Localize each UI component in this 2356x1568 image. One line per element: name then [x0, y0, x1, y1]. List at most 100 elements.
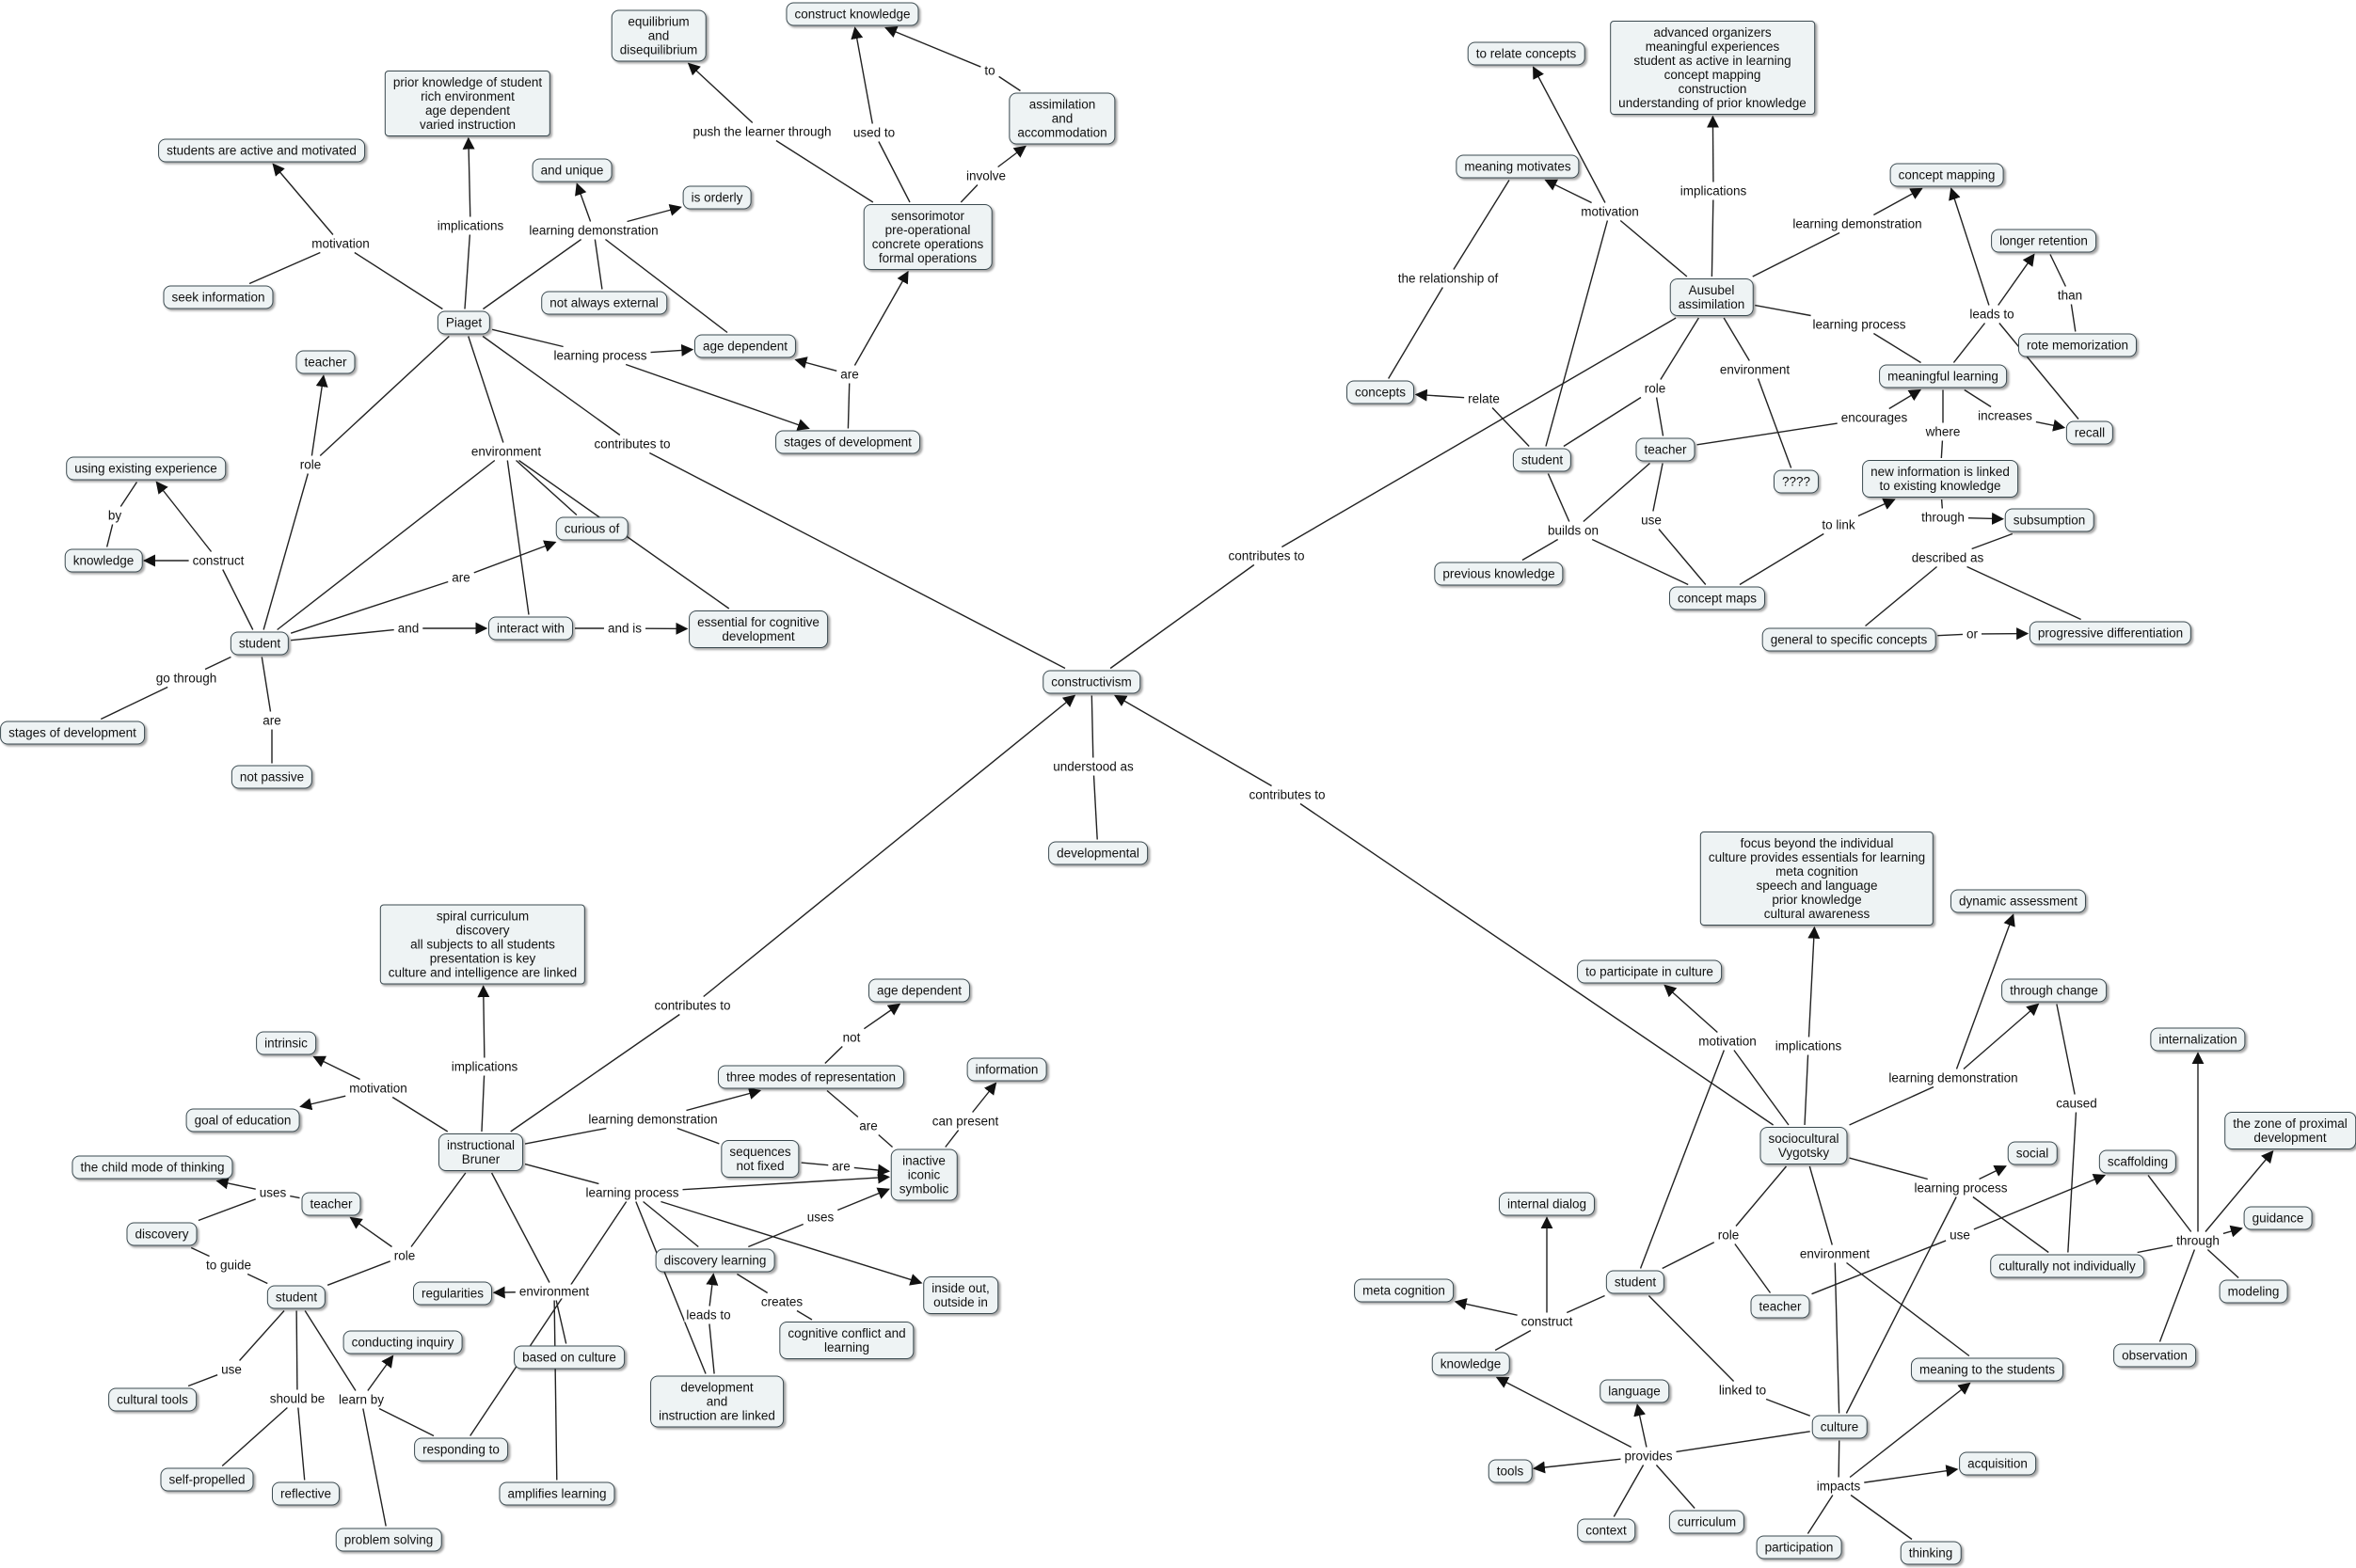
- concept-constructivism[interactable]: constructivism: [1043, 670, 1140, 694]
- concept-knowledge[interactable]: knowledge: [1431, 1352, 1510, 1376]
- concept-development-instruction-linked[interactable]: development and instruction are linked: [650, 1375, 784, 1428]
- concept-cognitive-conflict[interactable]: cognitive conflict and learning: [779, 1322, 915, 1359]
- concept-modeling[interactable]: modeling: [2219, 1279, 2288, 1304]
- concept-and-unique[interactable]: and unique: [532, 158, 613, 182]
- concept-construct-knowledge[interactable]: construct knowledge: [786, 2, 919, 26]
- concept-unknown[interactable]: ????: [1773, 469, 1820, 494]
- concept-concept-maps[interactable]: concept maps: [1668, 586, 1766, 610]
- concept-meaning-to-the-students[interactable]: meaning to the students: [1910, 1357, 2064, 1382]
- concept-through-change[interactable]: through change: [2001, 978, 2107, 1003]
- concept-ausubel-implications[interactable]: advanced organizers meaningful experienc…: [1610, 21, 1815, 115]
- connector-line: [555, 1300, 567, 1344]
- concept-internalization[interactable]: internalization: [2150, 1027, 2246, 1052]
- concept-vygotsky-implications[interactable]: focus beyond the individual culture prov…: [1699, 832, 1934, 926]
- concept-recall[interactable]: recall: [2065, 420, 2114, 445]
- concept-concepts[interactable]: concepts: [1345, 380, 1415, 404]
- concept-regularities[interactable]: regularities: [412, 1281, 493, 1306]
- concept-bruner[interactable]: instructional Bruner: [438, 1133, 524, 1171]
- concept-rote-memorization[interactable]: rote memorization: [2017, 333, 2138, 357]
- concept-knowledge[interactable]: knowledge: [64, 548, 143, 573]
- concept-teacher[interactable]: teacher: [1635, 437, 1695, 462]
- concept-subsumption[interactable]: subsumption: [2004, 508, 2094, 532]
- concept-vygotsky[interactable]: sociocultural Vygotsky: [1759, 1127, 1848, 1164]
- concept-student[interactable]: student: [1605, 1270, 1665, 1294]
- concept-conducting-inquiry[interactable]: conducting inquiry: [342, 1330, 463, 1354]
- concept-assimilation-accommodation[interactable]: assimilation and accommodation: [1009, 92, 1116, 145]
- concept-longer-retention[interactable]: longer retention: [1991, 229, 2096, 253]
- connector-line: [1655, 397, 1664, 436]
- concept-seek-information[interactable]: seek information: [163, 285, 274, 309]
- concept-culturally-not-individually[interactable]: culturally not individually: [1990, 1254, 2144, 1278]
- concept-ausubel[interactable]: Ausubel assimilation: [1669, 278, 1754, 316]
- concept-to-participate-in-culture[interactable]: to participate in culture: [1577, 959, 1722, 984]
- concept-age-dependent[interactable]: age dependent: [693, 334, 797, 358]
- concept-intrinsic[interactable]: intrinsic: [256, 1031, 316, 1055]
- concept-based-on-culture[interactable]: based on culture: [514, 1345, 625, 1370]
- concept-internal-dialog[interactable]: internal dialog: [1498, 1192, 1596, 1216]
- concept-student[interactable]: student: [230, 631, 290, 656]
- concept-sequences-not-fixed[interactable]: sequences not fixed: [721, 1140, 800, 1178]
- concept-stages-of-development[interactable]: stages of development: [0, 721, 145, 745]
- concept-context[interactable]: context: [1577, 1518, 1635, 1543]
- concept-self-propelled[interactable]: self-propelled: [160, 1467, 254, 1492]
- concept-information[interactable]: information: [966, 1057, 1047, 1082]
- concept-not-passive[interactable]: not passive: [231, 765, 313, 789]
- concept-using-existing-experience[interactable]: using existing experience: [66, 456, 226, 481]
- concept-discovery-learning[interactable]: discovery learning: [655, 1248, 775, 1273]
- concept-to-relate-concepts[interactable]: to relate concepts: [1467, 41, 1585, 66]
- concept-previous-knowledge[interactable]: previous knowledge: [1434, 562, 1564, 586]
- concept-inside-out-outside-in[interactable]: inside out, outside in: [923, 1276, 998, 1314]
- concept-zone-of-proximal-development[interactable]: the zone of proximal development: [2224, 1112, 2356, 1149]
- concept-child-mode-of-thinking[interactable]: the child mode of thinking: [72, 1155, 233, 1180]
- concept-not-always-external[interactable]: not always external: [541, 291, 667, 315]
- concept-meaningful-learning[interactable]: meaningful learning: [1879, 364, 2007, 388]
- concept-bruner-implications[interactable]: spiral curriculum discovery all subjects…: [379, 904, 586, 985]
- concept-four-stages[interactable]: sensorimotor pre-operational concrete op…: [863, 204, 993, 270]
- concept-guidance[interactable]: guidance: [2243, 1206, 2313, 1230]
- concept-progressive-differentiation[interactable]: progressive differentiation: [2029, 621, 2192, 645]
- concept-discovery[interactable]: discovery: [126, 1222, 198, 1246]
- concept-participation[interactable]: participation: [1756, 1535, 1842, 1560]
- concept-culture[interactable]: culture: [1811, 1415, 1868, 1439]
- concept-tools[interactable]: tools: [1488, 1459, 1533, 1483]
- concept-meaning-motivates[interactable]: meaning motivates: [1456, 154, 1580, 179]
- concept-meta-cognition[interactable]: meta cognition: [1354, 1278, 1454, 1303]
- concept-observation[interactable]: observation: [2113, 1343, 2196, 1368]
- concept-goal-of-education[interactable]: goal of education: [185, 1108, 300, 1132]
- concept-enactive-iconic-symbolic[interactable]: inactive iconic symbolic: [890, 1148, 958, 1201]
- concept-reflective[interactable]: reflective: [271, 1481, 341, 1506]
- concept-scaffolding[interactable]: scaffolding: [2098, 1149, 2177, 1174]
- concept-thinking[interactable]: thinking: [1900, 1541, 1962, 1565]
- concept-three-modes-representation[interactable]: three modes of representation: [717, 1065, 905, 1089]
- concept-stages-of-development[interactable]: stages of development: [775, 430, 920, 454]
- concept-is-orderly[interactable]: is orderly: [682, 185, 752, 210]
- concept-student[interactable]: student: [1512, 448, 1572, 472]
- concept-teacher[interactable]: teacher: [1750, 1294, 1810, 1319]
- concept-problem-solving[interactable]: problem solving: [335, 1528, 442, 1552]
- concept-cultural-tools[interactable]: cultural tools: [108, 1387, 197, 1412]
- concept-teacher[interactable]: teacher: [301, 1192, 361, 1216]
- concept-piaget[interactable]: Piaget: [437, 310, 491, 335]
- concept-students-active-motivated[interactable]: students are active and motivated: [158, 138, 365, 163]
- concept-new-information-linked[interactable]: new information is linked to existing kn…: [1862, 460, 2018, 498]
- link-are: are: [450, 570, 472, 585]
- concept-essential-cognitive-development[interactable]: essential for cognitive development: [689, 610, 828, 648]
- concept-acquisition[interactable]: acquisition: [1959, 1451, 2036, 1476]
- concept-student[interactable]: student: [266, 1285, 326, 1309]
- concept-general-to-specific[interactable]: general to specific concepts: [1761, 627, 1936, 652]
- concept-language[interactable]: language: [1600, 1379, 1669, 1403]
- concept-concept-mapping[interactable]: concept mapping: [1889, 163, 2004, 187]
- concept-interact-with[interactable]: interact with: [487, 616, 574, 641]
- concept-teacher[interactable]: teacher: [295, 350, 356, 374]
- concept-curious-of[interactable]: curious of: [555, 516, 629, 541]
- concept-amplifies-learning[interactable]: amplifies learning: [499, 1481, 615, 1506]
- concept-age-dependent[interactable]: age dependent: [868, 978, 971, 1003]
- concept-equilibrium-disequilibrium[interactable]: equilibrium and disequilibrium: [611, 9, 707, 62]
- concept-developmental[interactable]: developmental: [1048, 841, 1148, 865]
- concept-curriculum[interactable]: curriculum: [1668, 1510, 1745, 1534]
- concept-dynamic-assessment[interactable]: dynamic assessment: [1950, 889, 2087, 913]
- concept-social[interactable]: social: [2007, 1141, 2058, 1165]
- concept-piaget-implications[interactable]: prior knowledge of student rich environm…: [384, 71, 551, 136]
- arrow-connector: [794, 356, 837, 372]
- concept-responding-to[interactable]: responding to: [414, 1437, 508, 1462]
